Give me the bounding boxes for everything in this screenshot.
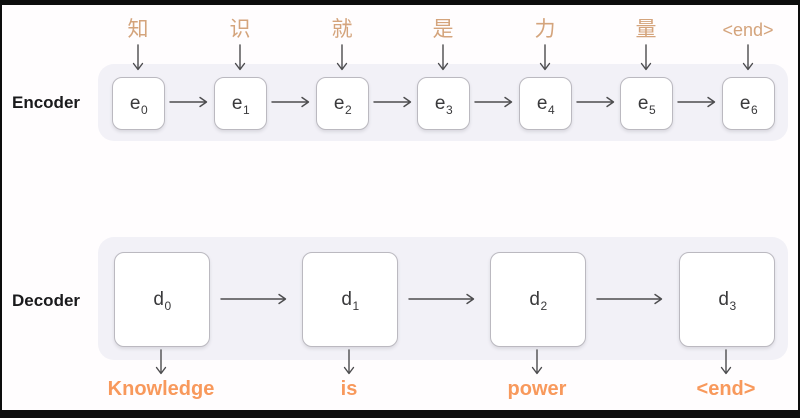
encoder-unit-box: e0 xyxy=(112,77,165,130)
encoder-input-token: 是 xyxy=(432,18,454,41)
encoder-input-token: <end> xyxy=(722,20,774,40)
decoder-output-token: power xyxy=(507,378,567,400)
unit-label: e4 xyxy=(536,92,555,118)
unit-label: e6 xyxy=(739,92,758,118)
arrow-down-icon xyxy=(437,44,449,71)
decoder-unit-box: d1 xyxy=(302,252,398,347)
encoder-unit-box: e2 xyxy=(316,77,369,130)
decoder-output-token: Knowledge xyxy=(107,378,215,400)
unit-label: e0 xyxy=(129,92,148,118)
decoder-output-token: is xyxy=(340,378,358,400)
encoder-unit-box: e6 xyxy=(722,77,775,130)
unit-label: e5 xyxy=(637,92,656,118)
arrow-right-icon xyxy=(169,96,208,108)
arrow-down-icon xyxy=(539,44,551,71)
unit-label: d2 xyxy=(529,288,548,314)
arrow-down-icon xyxy=(742,44,754,71)
unit-label: e3 xyxy=(434,92,453,118)
encoder-unit-box: e1 xyxy=(214,77,267,130)
arrow-right-icon xyxy=(271,96,310,108)
arrow-down-icon xyxy=(531,349,543,375)
arrow-down-icon xyxy=(720,349,732,375)
encoder-unit-box: e4 xyxy=(519,77,572,130)
arrow-right-icon xyxy=(373,96,412,108)
encoder-unit-box: e5 xyxy=(620,77,673,130)
unit-label: e1 xyxy=(231,92,250,118)
decoder-unit-box: d0 xyxy=(114,252,210,347)
arrow-right-icon xyxy=(408,293,475,305)
decoder-output-token: <end> xyxy=(696,378,756,400)
arrow-down-icon xyxy=(343,349,355,375)
encoder-input-token: 就 xyxy=(331,18,353,41)
encoder-input-token: 力 xyxy=(534,18,556,41)
unit-label: e2 xyxy=(333,92,352,118)
encoder-input-token: 量 xyxy=(635,18,657,41)
unit-label: d1 xyxy=(341,288,360,314)
encoder-label: Encoder xyxy=(12,93,81,112)
encoder-unit-box: e3 xyxy=(417,77,470,130)
decoder-unit-box: d2 xyxy=(490,252,586,347)
arrow-down-icon xyxy=(234,44,246,71)
arrow-right-icon xyxy=(576,96,615,108)
arrow-down-icon xyxy=(640,44,652,71)
arrow-right-icon xyxy=(220,293,287,305)
decoder-unit-box: d3 xyxy=(679,252,775,347)
decoder-label: Decoder xyxy=(12,291,81,310)
arrow-down-icon xyxy=(336,44,348,71)
arrow-right-icon xyxy=(677,96,716,108)
encoder-input-token: 识 xyxy=(229,18,251,41)
arrow-right-icon xyxy=(596,293,663,305)
arrow-right-icon xyxy=(474,96,513,108)
arrow-down-icon xyxy=(132,44,144,71)
arrow-down-icon xyxy=(155,349,167,375)
unit-label: d0 xyxy=(153,288,172,314)
unit-label: d3 xyxy=(718,288,737,314)
encoder-input-token: 知 xyxy=(127,18,149,41)
